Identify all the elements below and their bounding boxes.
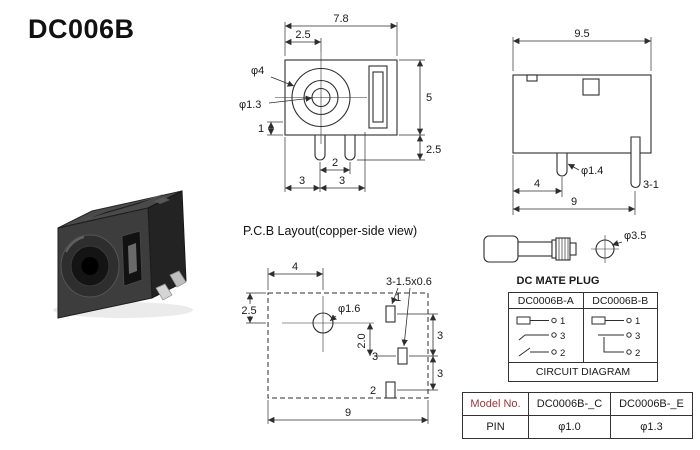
pcb-board-outline <box>267 292 429 399</box>
pcb-dim-three-a: 3 <box>437 330 443 342</box>
circuit-col-a-header: DC0006B-A <box>509 293 584 308</box>
model-e-value: DC0006B-_E <box>610 392 693 416</box>
front-centerlines <box>275 52 367 144</box>
pcb-dim-four: 4 <box>292 261 298 273</box>
side-view-drawing: 9.5 φ1.4 4 9 3-1 <box>512 28 659 215</box>
circuit-b-schematic: 1 3 2 <box>591 316 640 359</box>
circuit-symbol-row: 1 3 2 1 3 <box>509 309 657 363</box>
circuit-a-pin3: 3 <box>560 331 565 342</box>
front-dim-phi13: φ1.3 <box>239 99 261 111</box>
circuit-diagram-table: DC0006B-A DC0006B-B <box>508 292 658 382</box>
front-dim-two: 2 <box>332 157 338 169</box>
front-dim-phi4: φ4 <box>251 65 264 77</box>
pin-label: PIN <box>462 415 529 439</box>
side-extension-lines <box>512 37 652 215</box>
pcb-dimension-texts: 4 2.5 φ1.6 2.0 3-1.5x0.6 1 3 2 3 3 9 <box>241 261 443 419</box>
dim-text-backing <box>240 304 260 316</box>
circuit-a-lines <box>516 316 557 357</box>
model-table: Model No. DC0006B-_C DC0006B-_E PIN φ1.0… <box>462 392 693 439</box>
side-dim-nine: 9 <box>571 196 577 208</box>
front-dim-three-a: 3 <box>299 175 305 187</box>
front-dim-three-b: 3 <box>339 175 345 187</box>
mate-plug-drawing: φ3.5 DC MATE PLUG <box>483 230 646 287</box>
side-dim-four: 4 <box>534 178 540 190</box>
pcb-dim-pads: 3-1.5x0.6 <box>386 276 432 288</box>
pcb-pin3-label: 3 <box>372 351 378 363</box>
circuit-b-pin3: 3 <box>635 331 640 342</box>
pcb-hole-and-pads <box>312 305 408 399</box>
pcb-pin1-label: 1 <box>395 292 401 304</box>
model-no-label: Model No. <box>462 392 529 416</box>
model-table-header-row: Model No. DC0006B-_C DC0006B-_E <box>462 392 693 416</box>
pcb-layout-label: P.C.B Layout(copper-side view) <box>243 224 418 238</box>
pcb-dim-nine: 9 <box>345 407 351 419</box>
model-c-value: DC0006B-_C <box>528 392 611 416</box>
pcb-dim-hole: φ1.6 <box>338 303 360 315</box>
front-dim-one: 1 <box>258 123 264 135</box>
front-dim-height: 5 <box>426 92 432 104</box>
side-dim-slot: 3-1 <box>643 179 659 191</box>
front-body-outline <box>284 59 398 161</box>
pcb-centerlines <box>282 296 374 352</box>
plug-tip-centerlines <box>591 235 619 263</box>
pcb-layout-drawing: 4 2.5 φ1.6 2.0 3-1.5x0.6 1 3 2 3 3 9 <box>240 261 443 424</box>
circuit-caption: CIRCUIT DIAGRAM <box>535 366 631 378</box>
circuit-b-pin2: 2 <box>635 348 640 359</box>
circuit-header-row: DC0006B-A DC0006B-B <box>509 293 657 309</box>
mate-plug-label: DC MATE PLUG <box>517 275 600 287</box>
pin-c-value: φ1.0 <box>528 415 611 439</box>
circuit-col-b-header: DC0006B-B <box>592 295 649 307</box>
pcb-dim-left: 2.5 <box>241 305 256 317</box>
pin-e-value: φ1.3 <box>610 415 693 439</box>
side-body-outline <box>512 74 652 189</box>
front-dim-width: 7.8 <box>333 13 348 25</box>
side-dimension-lines <box>513 37 651 213</box>
pcb-dim-gap: 2.0 <box>356 333 368 348</box>
plug-dimension-lines <box>611 240 623 247</box>
pcb-dim-three-b: 3 <box>437 368 443 380</box>
pcb-extension-lines <box>246 268 438 424</box>
circuit-a-schematic: 1 3 2 <box>516 316 565 359</box>
front-dim-right: 2.5 <box>426 144 441 156</box>
side-dim-width: 9.5 <box>574 28 589 40</box>
page-title: DC006B <box>28 14 135 44</box>
front-dimension-lines <box>267 22 424 192</box>
connector-3d-render <box>53 190 193 319</box>
plug-knurl-hatch <box>558 238 569 260</box>
front-dim-offset: 2.5 <box>295 29 310 41</box>
pcb-pin2-label: 2 <box>370 385 376 397</box>
circuit-b-pin1: 1 <box>635 316 640 327</box>
circuit-a-pin1: 1 <box>560 316 565 327</box>
circuit-b-lines <box>591 316 632 355</box>
side-dimension-texts: 9.5 φ1.4 4 9 3-1 <box>534 28 659 208</box>
front-dimension-texts: 7.8 2.5 φ4 φ1.3 5 2.5 1 2 3 3 <box>239 13 441 187</box>
circuit-symbol-a: 1 3 2 <box>509 309 584 362</box>
side-dim-pin: φ1.4 <box>581 165 603 177</box>
model-table-pin-row: PIN φ1.0 φ1.3 <box>462 415 693 439</box>
plug-dim-phi35: φ3.5 <box>624 230 646 242</box>
pcb-dimension-lines <box>246 270 437 424</box>
circuit-a-pin2: 2 <box>560 348 565 359</box>
connector-photo <box>53 190 193 319</box>
front-view-drawing: 7.8 2.5 φ4 φ1.3 5 2.5 1 2 3 3 <box>239 13 441 192</box>
circuit-symbol-b: 1 3 2 <box>584 309 658 362</box>
